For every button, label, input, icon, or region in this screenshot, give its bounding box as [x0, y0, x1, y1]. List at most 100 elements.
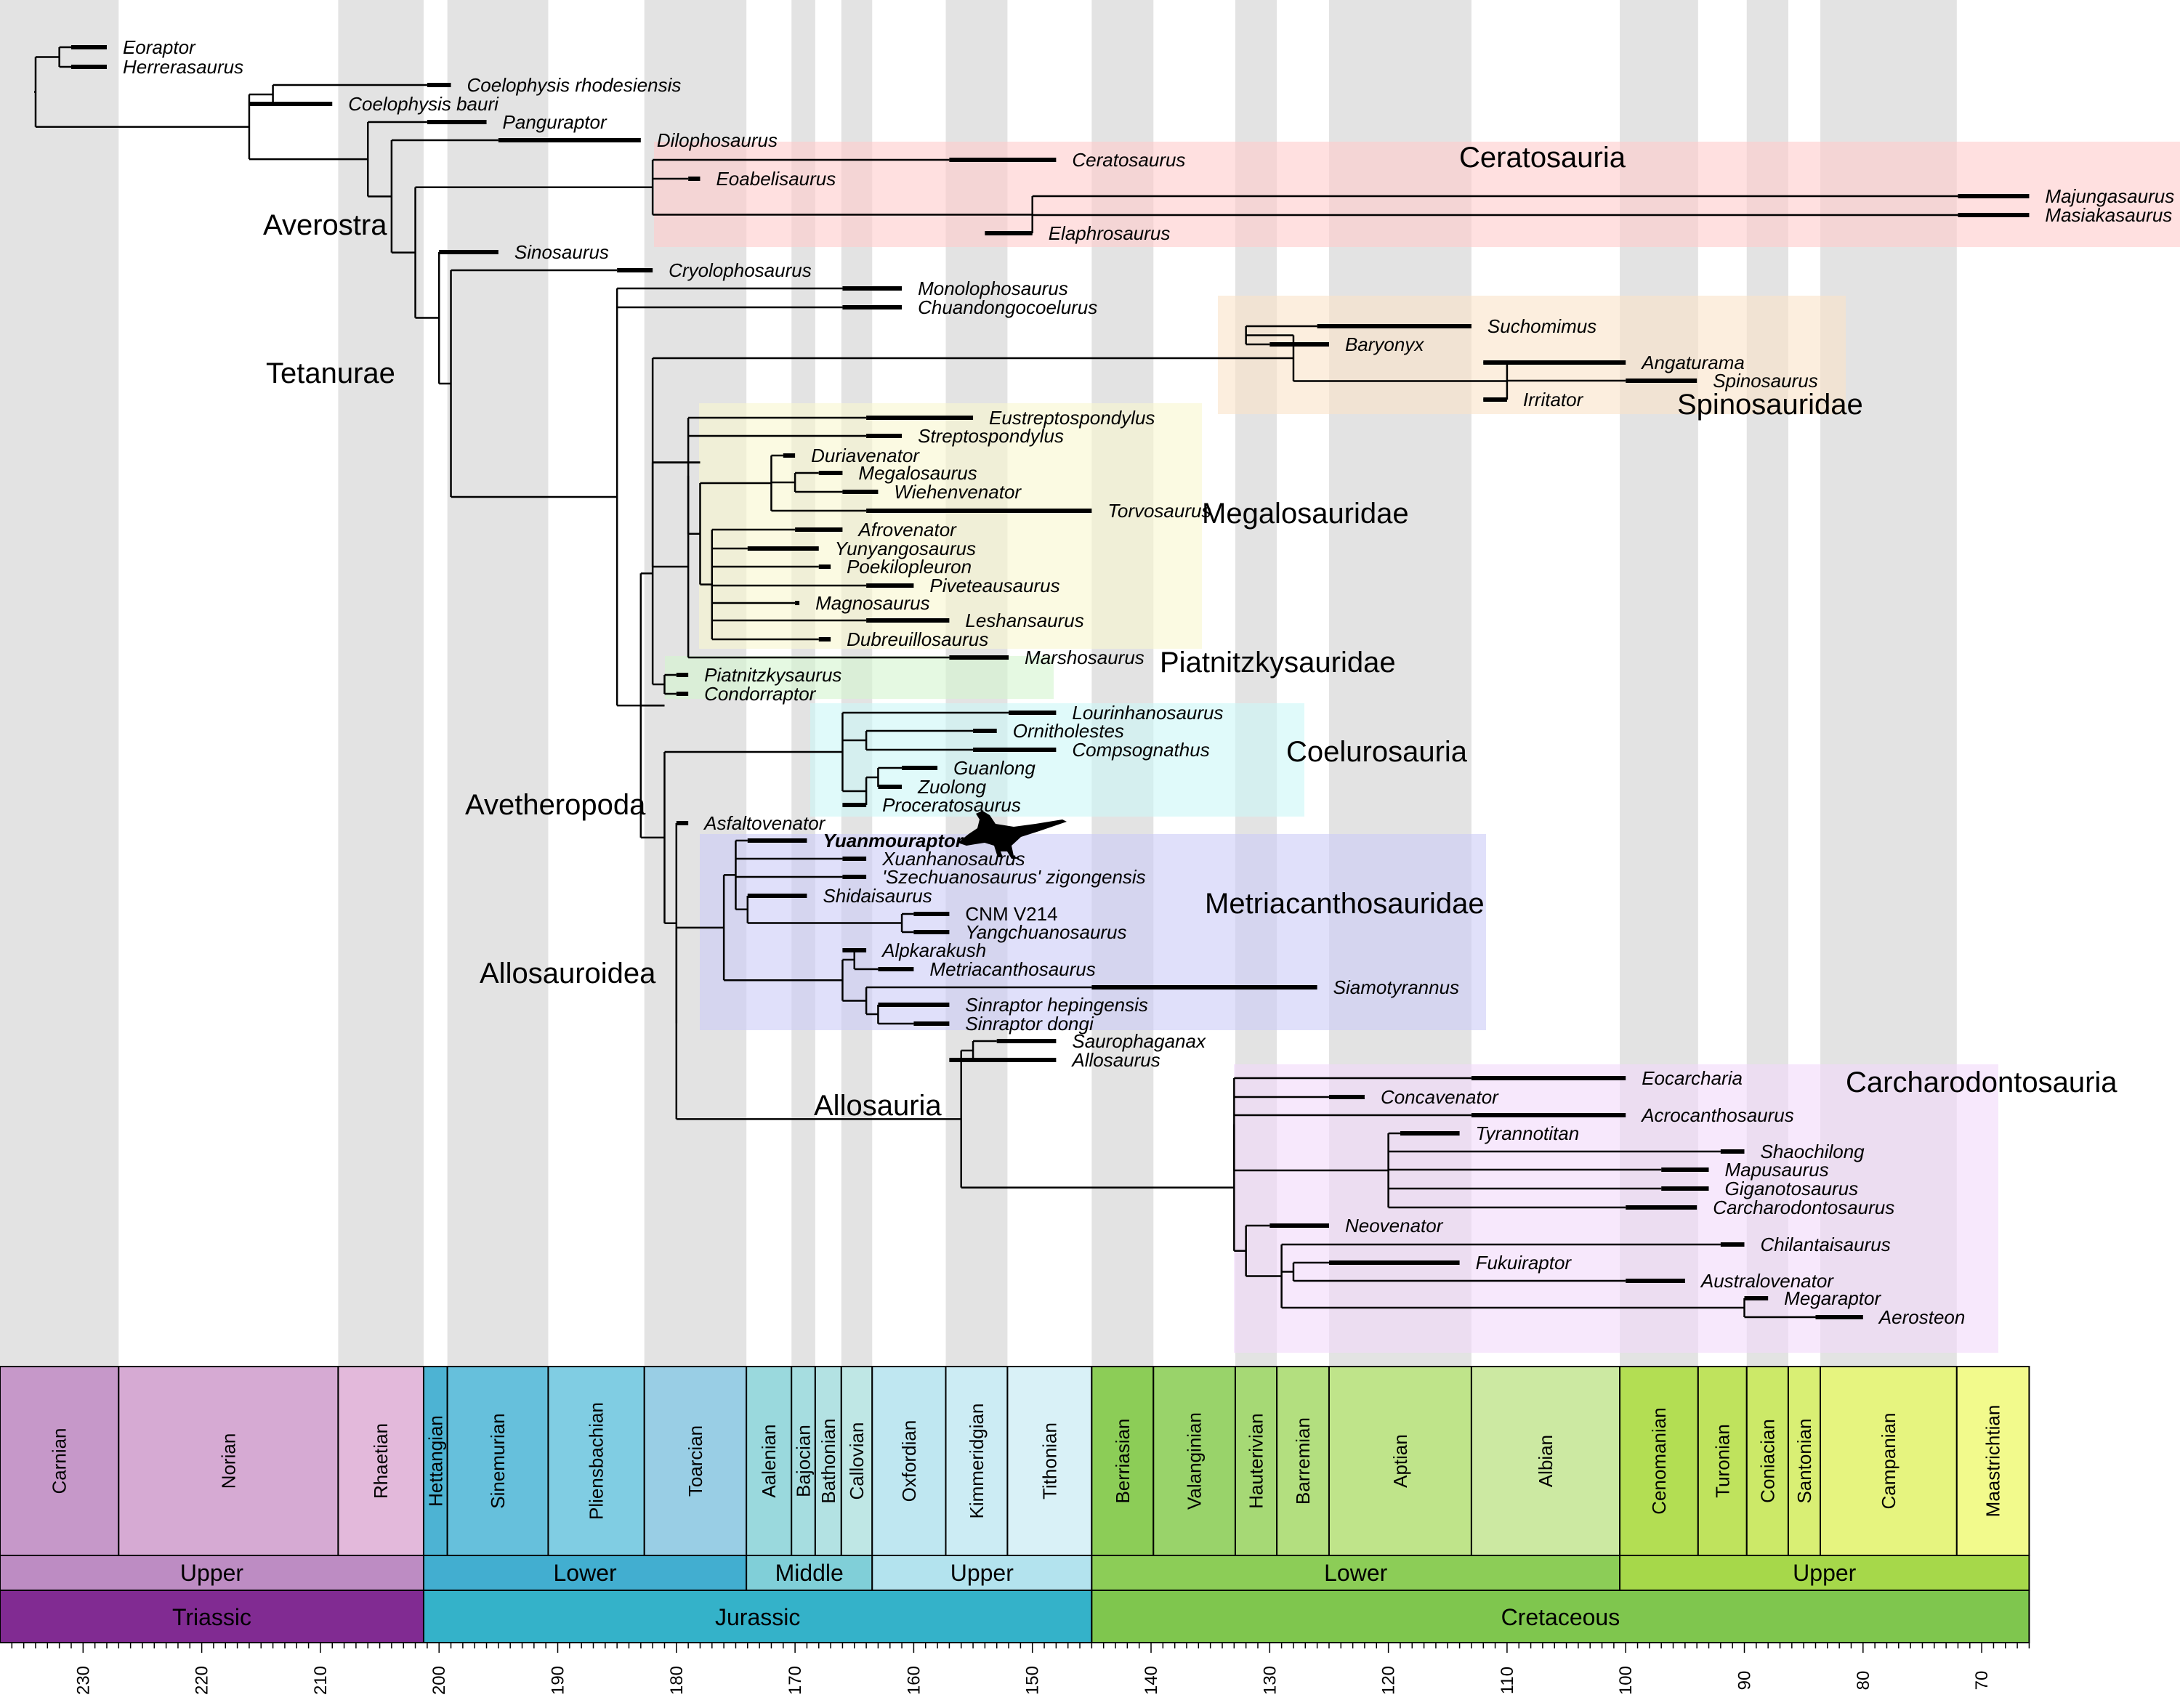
stage-cell — [791, 1366, 816, 1556]
stage-band — [338, 0, 424, 1366]
epoch-cell — [871, 1555, 1093, 1591]
axis-tick-label: 130 — [1260, 1666, 1280, 1695]
taxon-label: Siamotyrannus — [1333, 976, 1459, 998]
stage-label: Cenomanian — [1648, 1407, 1670, 1514]
node-label: Allosauroidea — [480, 958, 656, 989]
stage-cell — [746, 1366, 793, 1556]
taxon-label: Panguraptor — [503, 111, 607, 133]
epoch-label: Upper — [1793, 1560, 1857, 1586]
clade-label-ceratosauria: Ceratosauria — [1459, 142, 1626, 174]
clade-labels: CeratosauriaSpinosauridaeMegalosauridaeP… — [1160, 142, 2118, 1098]
taxon-label: Compsognathus — [1072, 739, 1209, 761]
taxon-label: Monolophosaurus — [918, 278, 1068, 299]
period-label: Cretaceous — [1501, 1604, 1620, 1630]
epoch-label: Middle — [775, 1560, 844, 1586]
stage-label: Campanian — [1878, 1413, 1900, 1510]
epoch-label: Lower — [1324, 1560, 1388, 1586]
stage-cell — [337, 1366, 424, 1556]
stage-label: Pliensbachian — [586, 1402, 607, 1520]
stage-label: Maastrichtian — [1982, 1405, 2004, 1518]
taxon-label: Masiakasaurus — [2045, 204, 2172, 226]
axis-tick-label: 160 — [904, 1666, 924, 1695]
epoch-label: Upper — [950, 1560, 1014, 1586]
stage-band — [447, 0, 549, 1366]
axis-tick-label: 170 — [786, 1666, 805, 1695]
stage-cell — [814, 1366, 842, 1556]
taxon-label: Lourinhanosaurus — [1072, 702, 1223, 724]
taxon-label: Aerosteon — [1878, 1306, 1966, 1328]
epoch-label: Upper — [180, 1560, 244, 1586]
axis-tick-label: 100 — [1616, 1666, 1636, 1695]
stage-label: Tithonian — [1038, 1422, 1060, 1499]
stage-label: Aptian — [1389, 1434, 1411, 1488]
taxon-label: Poekilopleuron — [847, 556, 972, 578]
taxon-label: Megaraptor — [1784, 1287, 1881, 1309]
period-cell — [1091, 1590, 2030, 1643]
taxon-label: Carcharodontosaurus — [1713, 1197, 1894, 1218]
period-label: Jurassic — [715, 1604, 800, 1630]
clade-box-spinosauridae — [1218, 296, 1846, 414]
clade-box-metriacanthosauridae — [700, 834, 1486, 1030]
epoch-cell — [0, 1555, 424, 1591]
taxon-label: Sinraptor dongi — [965, 1013, 1094, 1035]
taxon-label: Streptospondylus — [918, 425, 1064, 447]
taxon-label: Metriacanthosaurus — [929, 958, 1095, 980]
taxon-label: Fukuiraptor — [1476, 1252, 1573, 1274]
theropod-silhouette-icon — [958, 811, 1067, 859]
taxon-label: Irritator — [1523, 389, 1584, 410]
epoch-cell — [422, 1555, 748, 1591]
taxon-label: Concavenator — [1381, 1086, 1499, 1108]
stage-label: Aalenian — [758, 1424, 780, 1497]
clade-highlight-boxes — [654, 142, 2180, 1353]
taxon-label: Spinosaurus — [1713, 370, 1818, 392]
axis-tick-label: 230 — [73, 1666, 93, 1695]
stage-cell — [1745, 1366, 1789, 1556]
axis-tick-label: 200 — [429, 1666, 449, 1695]
stage-cell — [1955, 1366, 2030, 1556]
taxon-label: CNM V214 — [965, 903, 1057, 925]
taxon-label: Suchomimus — [1487, 315, 1596, 337]
axis-tick-label: 90 — [1735, 1671, 1755, 1691]
taxon-label: Shidaisaurus — [823, 885, 932, 907]
taxon-label: Proceratosaurus — [882, 794, 1021, 816]
taxon-label: Sinraptor hepingensis — [965, 994, 1148, 1016]
tree-branches — [33, 46, 1958, 1319]
taxon-label: Dubreuillosaurus — [847, 628, 988, 650]
epoch-label: Lower — [553, 1560, 617, 1586]
stage-label: Albian — [1535, 1435, 1557, 1487]
clade-box-piatnitzkysauridae — [665, 656, 1054, 699]
taxon-label: Cryolophosaurus — [669, 259, 812, 281]
taxon-label: Megalosaurus — [858, 462, 977, 484]
stage-cell — [945, 1366, 1009, 1556]
taxon-label: Eustreptospondylus — [989, 407, 1155, 429]
stage-cell — [547, 1366, 645, 1556]
stage-label: Valanginian — [1184, 1412, 1206, 1510]
stage-label: Callovian — [846, 1422, 868, 1500]
stage-label: Bajocian — [793, 1425, 815, 1497]
clade-label-megalosauridae: Megalosauridae — [1202, 498, 1409, 530]
taxon-label: Baryonyx — [1345, 333, 1424, 355]
taxon-label: Allosaurus — [1070, 1049, 1160, 1071]
stage-band — [0, 0, 119, 1366]
stage-label: Turonian — [1711, 1424, 1733, 1498]
taxon-label: Elaphrosaurus — [1049, 222, 1171, 244]
stage-label: Coniacian — [1756, 1419, 1778, 1503]
axis-tick-label: 80 — [1854, 1671, 1873, 1691]
taxon-label: Yunyangosaurus — [835, 538, 976, 559]
taxon-label: Ornitholestes — [1013, 720, 1124, 742]
stage-cell — [1328, 1366, 1472, 1556]
taxon-label: Chilantaisaurus — [1761, 1234, 1891, 1255]
taxon-label: Torvosaurus — [1107, 500, 1211, 522]
taxon-label: Herrerasaurus — [123, 56, 243, 78]
taxon-label: Yuanmouraptor — [823, 830, 964, 851]
taxon-label: Magnosaurus — [815, 592, 930, 614]
taxon-label: Wiehenvenator — [894, 481, 1022, 503]
node-label: Tetanurae — [266, 357, 395, 389]
stage-cell — [1619, 1366, 1699, 1556]
node-label: Allosauria — [814, 1090, 942, 1122]
taxon-label: Piveteausaurus — [929, 575, 1059, 596]
stage-cell — [1006, 1366, 1093, 1556]
